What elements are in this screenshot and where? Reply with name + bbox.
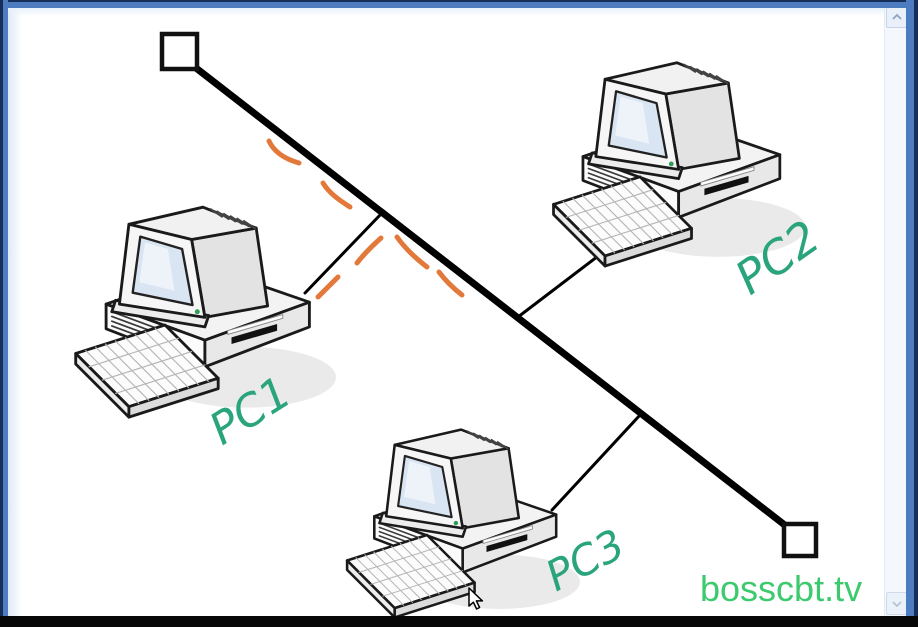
inner-glow	[8, 8, 910, 16]
highlight-dash	[320, 180, 353, 210]
chevron-down-icon	[891, 600, 902, 607]
pc2-drop-cable	[516, 248, 608, 319]
highlight-dash	[315, 274, 341, 300]
watermark-text: bosscbt.tv	[700, 568, 862, 609]
pc1-drop-cable	[303, 212, 383, 295]
highlight-dash	[436, 269, 465, 298]
highlight-dash	[266, 138, 302, 166]
bus-terminator-top-left	[159, 31, 200, 72]
pc3-group	[345, 428, 582, 619]
chevron-up-icon	[891, 13, 902, 20]
window-border-top	[0, 0, 918, 2]
inner-glow	[8, 8, 22, 616]
vertical-scrollbar[interactable]	[884, 4, 907, 616]
window-border-left	[3, 0, 8, 627]
bus-cable	[192, 64, 790, 530]
video-letterbox-bar	[0, 616, 918, 627]
window-border-right	[906, 0, 914, 627]
scroll-up-button[interactable]	[886, 5, 907, 28]
window-border-left	[0, 0, 3, 627]
window-border-top	[0, 2, 918, 8]
window-border-right	[914, 0, 918, 627]
bus-terminator-bottom-right	[781, 521, 819, 559]
pc1-group	[74, 205, 338, 419]
highlight-dashes	[266, 138, 465, 300]
highlight-dash	[354, 235, 384, 266]
highlight-dash	[394, 234, 430, 270]
drop-cables	[303, 212, 643, 512]
mouse-cursor-icon	[468, 587, 484, 610]
scroll-down-button[interactable]	[886, 592, 907, 615]
pc3-drop-cable	[550, 412, 643, 512]
